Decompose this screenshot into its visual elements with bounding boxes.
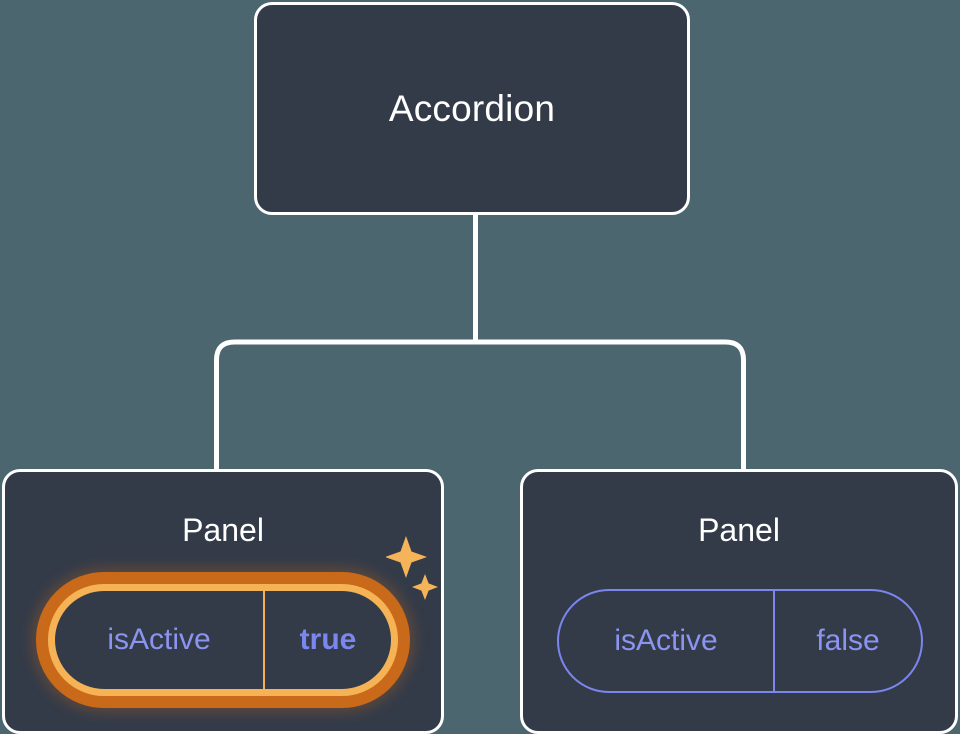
prop-badge-isactive-true[interactable]: isActive true	[36, 572, 410, 708]
prop-badge-body: isActive false	[557, 589, 923, 693]
prop-badge-highlight-ring: isActive true	[36, 572, 410, 708]
prop-badge-body: isActive true	[48, 584, 398, 696]
prop-badge-isactive-false[interactable]: isActive false	[557, 589, 923, 693]
prop-value: false	[773, 591, 921, 691]
node-title: Panel	[182, 512, 264, 548]
prop-key: isActive	[614, 624, 718, 657]
prop-key: isActive	[107, 623, 211, 656]
prop-value: true	[263, 591, 391, 689]
node-accordion[interactable]: Accordion	[254, 2, 690, 215]
connector-branch-bar	[214, 339, 746, 470]
node-title: Panel	[698, 512, 780, 548]
node-title: Accordion	[388, 88, 556, 129]
